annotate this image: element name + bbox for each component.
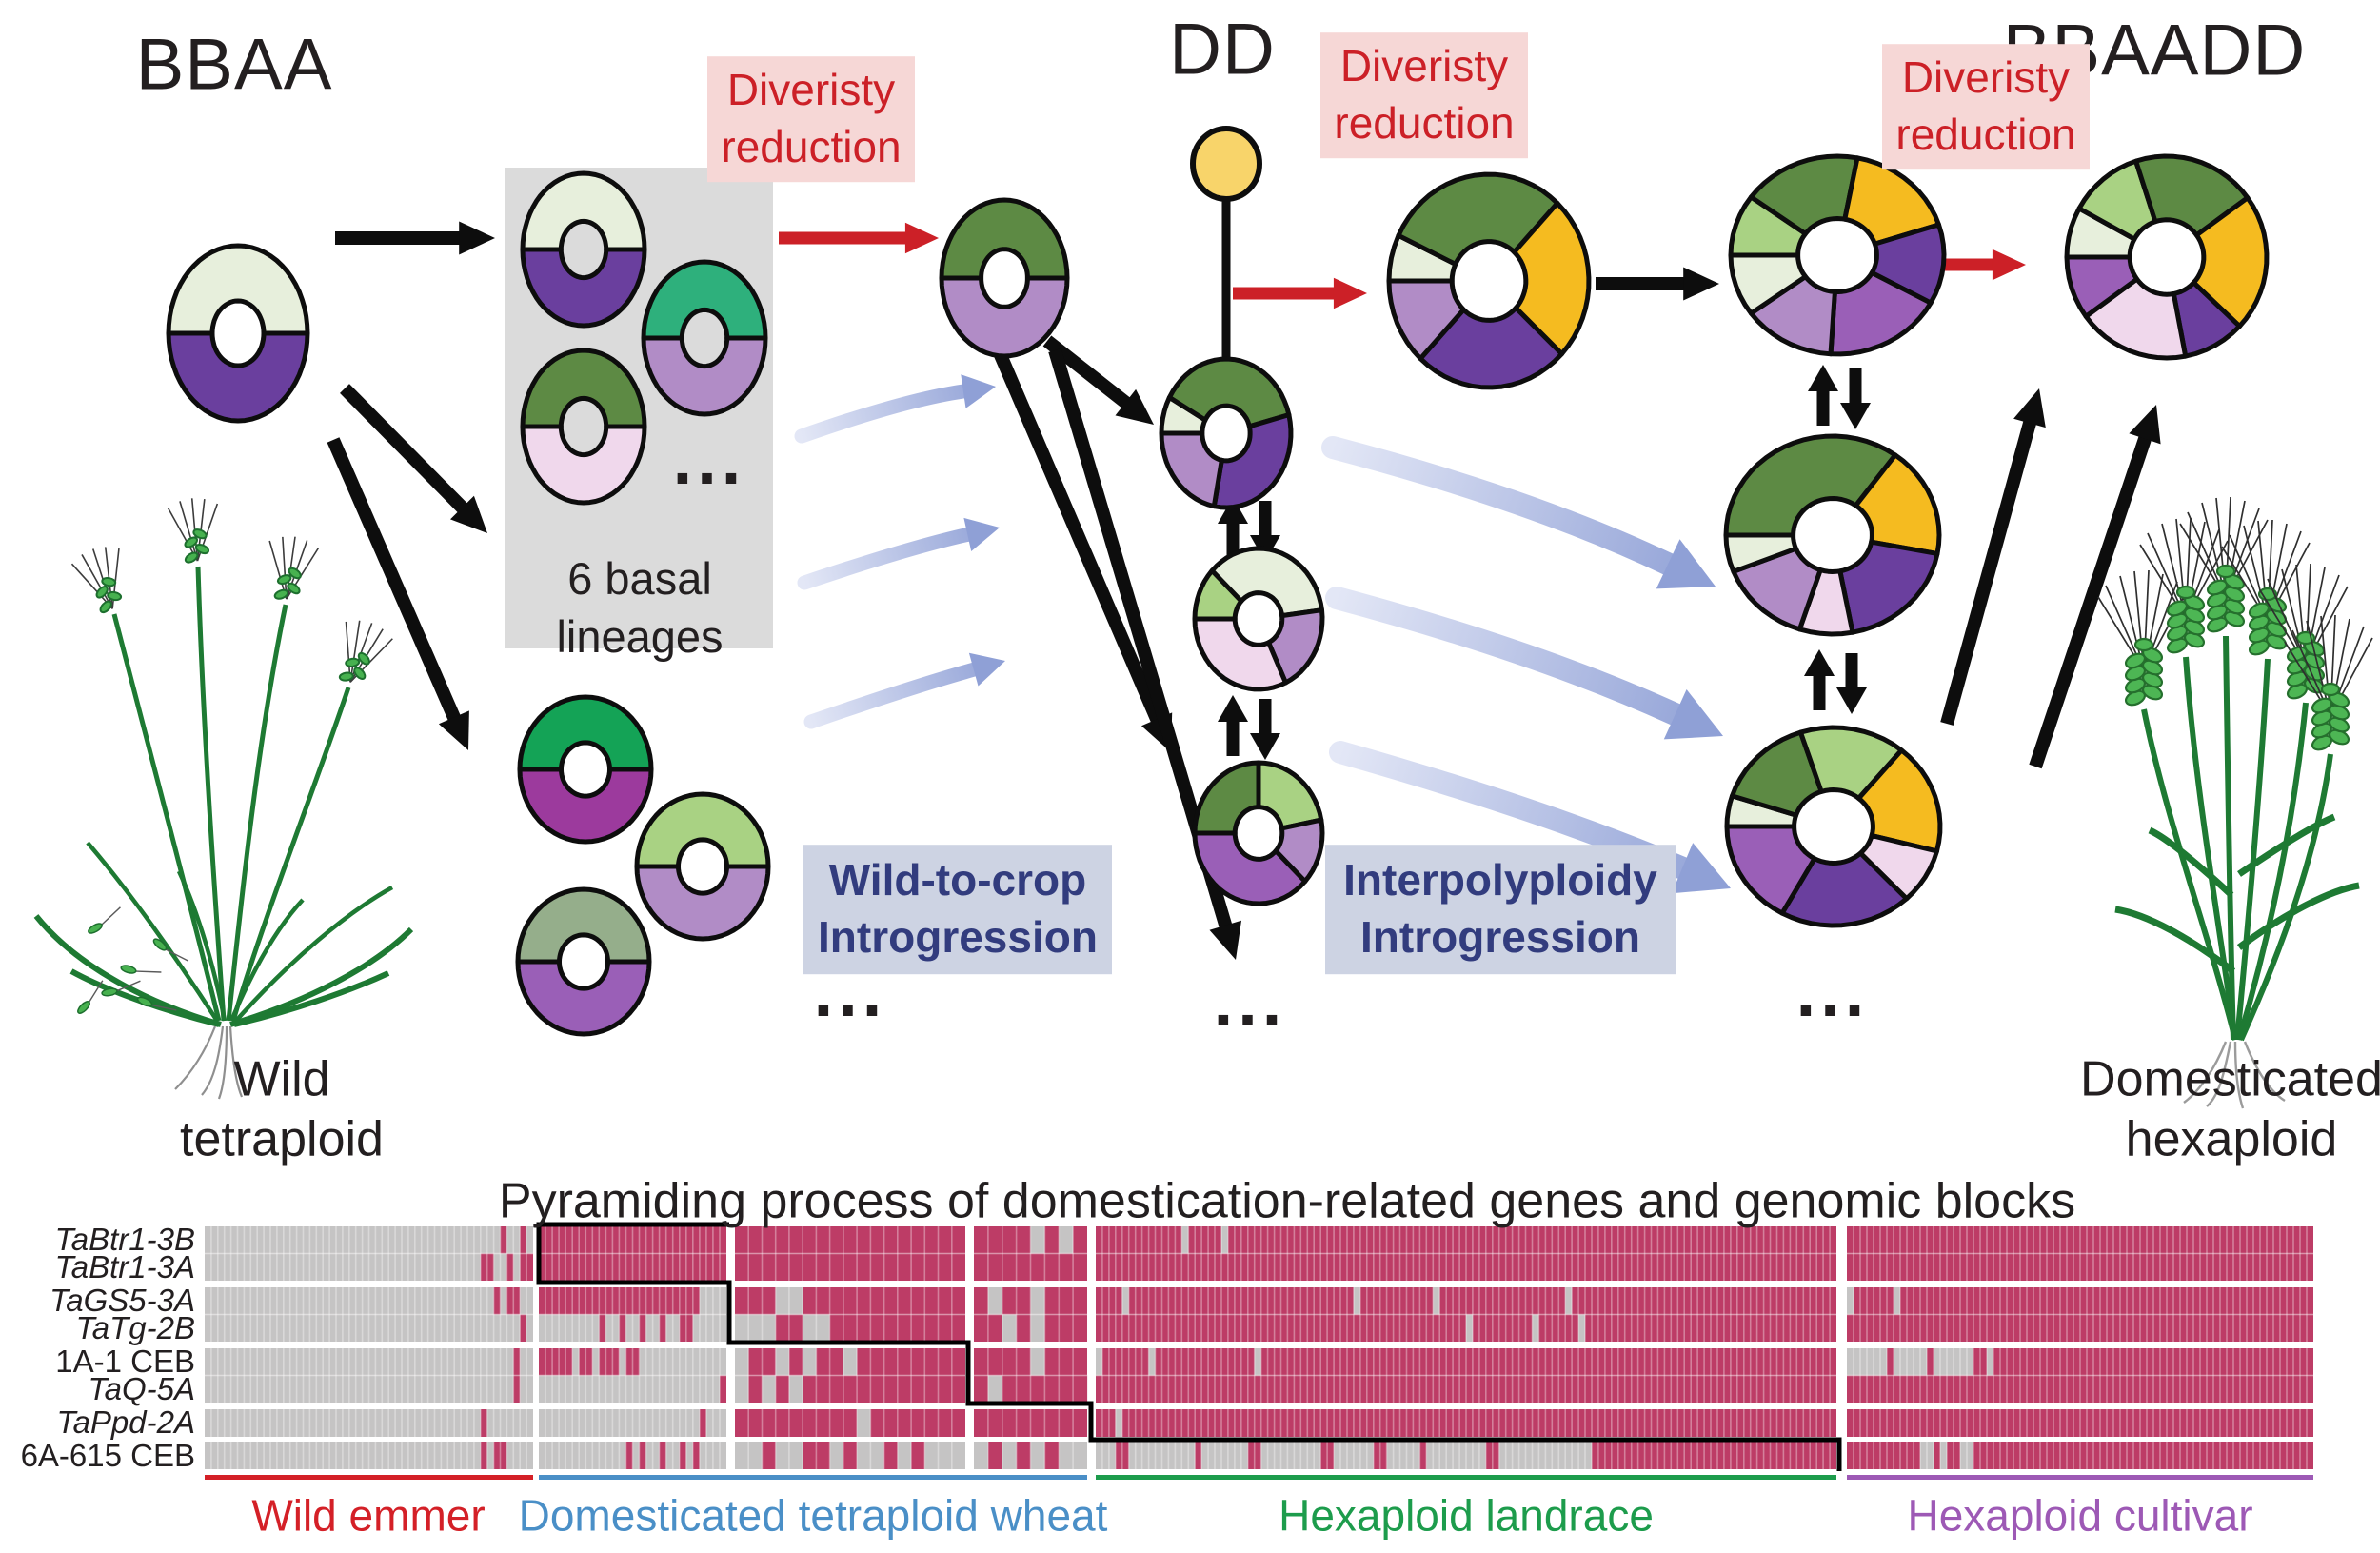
pyramiding-step-line — [536, 1222, 1842, 1471]
arrow-bbaa-to-basal — [335, 221, 495, 255]
dd-hybrid-donut — [1159, 356, 1294, 510]
arrow-bbaa-to-wild — [327, 437, 469, 750]
wild-tetraploid-plant — [33, 498, 414, 1100]
landrace-intermediate-donut-1 — [1192, 546, 1325, 692]
diversity-reduction-label-3: Diveristy reduction — [1882, 44, 2090, 169]
wild-tetraploid-label: Wild tetraploid — [180, 1051, 384, 1167]
arrow-pool-to-cultivar-1 — [1940, 388, 2046, 726]
category-wild-emmer: Wild emmer — [251, 1490, 486, 1541]
ellipsis-landrace: ... — [1213, 961, 1287, 1041]
updown-arrows-landrace-2 — [1218, 695, 1280, 760]
arrow-founder-to-pool — [1596, 267, 1719, 301]
arrow-pool-to-cultivar-2 — [2029, 405, 2161, 769]
six-basal-lineages-label: 6 basal lineages — [556, 552, 724, 662]
wild-to-crop-arrow-2 — [797, 517, 1000, 590]
category-underline-3 — [1847, 1475, 2313, 1480]
updown-arrows-hexaploid-2 — [1804, 649, 1867, 714]
domesticated-hexaploid-plant — [2097, 496, 2373, 1109]
diversity-reduction-line1: Diveristy — [726, 65, 896, 115]
wild-lineage-donut-2 — [634, 791, 771, 942]
interpolyploidy-introgression-label: Interpolyploidy Introgression — [1325, 845, 1676, 974]
diversity-reduction-label-1: Diveristy reduction — [707, 56, 915, 182]
bottleneck-tetraploid-donut — [939, 197, 1070, 359]
landrace-intermediate-donut-2 — [1192, 760, 1325, 906]
hexaploid-pool-donut-2 — [1723, 433, 1942, 637]
basal-lineage-donut-1 — [520, 170, 647, 329]
interpolyploidy-arrow-1 — [1321, 436, 1716, 589]
wild-to-crop-arrow-3 — [803, 652, 1005, 729]
row-label-tabtr1-3b: TaBtr1-3B — [54, 1222, 195, 1257]
hexaploid-founder-donut — [1386, 171, 1592, 390]
category-domesticated-tetraploid: Domesticated tetraploid wheat — [518, 1490, 1108, 1541]
row-label-1a-1-ceb: 1A-1 CEB — [55, 1344, 195, 1379]
category-underline-2 — [1096, 1475, 1836, 1480]
red-arrow-diversity-reduction-1 — [779, 222, 939, 254]
wild-to-crop-arrow-1 — [794, 374, 996, 444]
interpolyploidy-arrow-2 — [1325, 587, 1723, 740]
dd-title: DD — [1169, 9, 1276, 90]
red-arrow-diversity-reduction-2 — [1233, 277, 1367, 309]
diversity-reduction-label-2: Diveristy reduction — [1320, 32, 1528, 158]
bbaadd-cultivar-donut — [2064, 153, 2270, 361]
arrow-tetraploid-to-landrace-1 — [985, 332, 1173, 752]
heatmap-title: Pyramiding process of domestication-rela… — [498, 1173, 2076, 1229]
basal-lineage-donut-2 — [641, 259, 768, 417]
gene-pyramiding-heatmap — [205, 1222, 2313, 1480]
row-label-taq-5a: TaQ-5A — [88, 1371, 195, 1406]
updown-arrows-hexaploid-1 — [1808, 365, 1871, 429]
category-underline-0 — [205, 1475, 533, 1480]
bbaa-donut — [166, 243, 310, 424]
wild-lineage-donut-3 — [515, 886, 652, 1037]
row-label-tabtr1-3a: TaBtr1-3A — [54, 1249, 195, 1284]
arrow-bbaa-to-basal-2 — [340, 384, 487, 533]
hexaploid-pool-donut-3 — [1724, 725, 1943, 928]
bbaa-title: BBAA — [135, 24, 333, 106]
dd-genome-node — [1190, 126, 1262, 381]
basal-lineage-donut-3 — [520, 348, 647, 506]
category-underline-1 — [539, 1475, 1087, 1480]
category-hexaploid-cultivar: Hexaploid cultivar — [1907, 1490, 2253, 1541]
ellipsis-hexaploid: ... — [1795, 951, 1870, 1031]
row-label-tatg-2b: TaTg-2B — [75, 1310, 195, 1345]
diversity-reduction-line2: reduction — [721, 122, 902, 171]
wild-to-crop-introgression-label: Wild-to-crop Introgression — [803, 845, 1112, 974]
row-label-tags5-3a: TaGS5-3A — [50, 1283, 195, 1318]
domesticated-hexaploid-label: Domesticated hexaploid — [2080, 1051, 2380, 1167]
row-label-6a-615-ceb: 6A-615 CEB — [20, 1438, 195, 1473]
ellipsis-basal: ... — [672, 419, 746, 499]
ellipsis-wild: ... — [813, 951, 887, 1031]
category-hexaploid-landrace: Hexaploid landrace — [1279, 1490, 1654, 1541]
hexaploid-pool-donut-1 — [1728, 153, 1947, 357]
row-label-tappd-2a: TaPpd-2A — [56, 1404, 195, 1440]
wild-lineage-donut-1 — [517, 694, 654, 845]
